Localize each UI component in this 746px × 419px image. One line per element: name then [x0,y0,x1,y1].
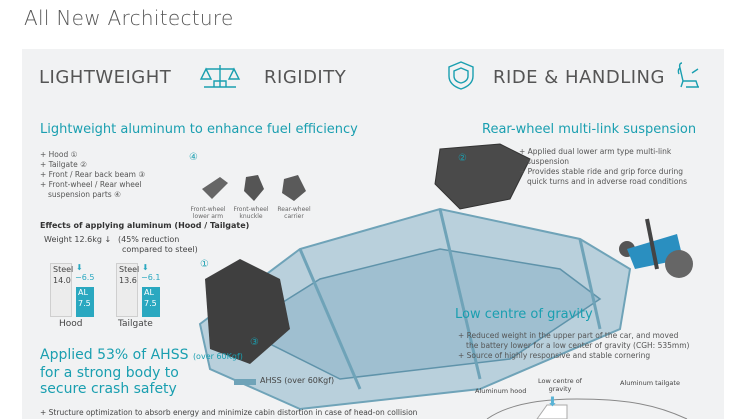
hood-delta: −6.5 [75,273,95,282]
label-aluminum-hood: Aluminum hood [475,387,527,395]
architecture-panel: LIGHTWEIGHT RIGIDITY RIDE & HANDLING Lig… [22,49,724,419]
part-label: Rear-wheel carrier [277,206,311,220]
marker-one: ① [200,259,209,270]
ahss-legend-swatch [234,379,256,385]
label-aluminum-tailgate: Aluminum tailgate [620,379,680,387]
header-rigidity: RIGIDITY [264,67,347,88]
down-arrow-icon: ⬇ [76,263,83,272]
header-ride-handling: RIDE & HANDLING [493,67,665,88]
shield-icon [448,61,474,90]
seat-icon [677,62,699,88]
gravity-item: + Reduced weight in the upper part of th… [458,331,679,340]
header-lightweight: LIGHTWEIGHT [39,67,172,88]
reduction-line: (45% reduction [118,235,180,244]
lightweight-item: + Hood ① [40,150,78,159]
suspension-item: + Provides stable ride and grip force du… [519,167,684,176]
hood-label: Hood [59,319,83,329]
suspension-item: + Applied dual lower arm type multi-link [519,147,672,156]
suspension-title: Rear-wheel multi-link suspension [482,122,697,137]
car-silhouette-image [486,398,688,419]
gravity-item: the battery lower for a low center of gr… [466,341,690,350]
ahss-legend-label: AHSS (over 60Kgf) [260,376,335,385]
part-label: Front-wheel lower arm [190,206,226,220]
lightweight-item: suspension parts ④ [48,190,121,199]
scale-icon [199,65,241,88]
tailgate-label: Tailgate [118,319,153,329]
lightweight-item: + Front-wheel / Rear wheel [40,180,142,189]
gravity-title: Low centre of gravity [455,307,593,322]
marker-three: ③ [250,337,259,348]
rigidity-note: + Structure optimization to absorb energ… [40,408,418,417]
tailgate-delta: −6.1 [141,273,161,282]
reduction-line: compared to steel) [122,245,198,254]
lightweight-item: + Front / Rear back beam ③ [40,170,146,179]
gravity-item: + Source of highly responsive and stable… [458,351,651,360]
suspension-parts-image [202,175,306,201]
rigidity-title: Applied 53% of AHSS (over 60Kgf) for a s… [40,347,243,397]
part-label: Front-wheel knuckle [233,206,269,220]
suspension-item: suspension [527,157,570,166]
suspension-item: quick turns and in adverse road conditio… [527,177,688,186]
down-arrow-icon: ⬇ [142,263,149,272]
marker-two: ② [458,153,467,164]
down-arrow-icon: ⬇ [547,395,558,410]
suspension-assembly-image [619,218,693,278]
weight-line: Weight 12.6kg ↓ [44,235,112,244]
lightweight-title: Lightweight aluminum to enhance fuel eff… [40,122,358,137]
page-title: All New Architecture [24,6,234,30]
lightweight-item: + Tailgate ② [40,160,87,169]
parts-marker: ④ [189,152,198,163]
car-body-illustration [198,143,632,411]
effects-title: Effects of applying aluminum (Hood / Tai… [40,221,250,230]
